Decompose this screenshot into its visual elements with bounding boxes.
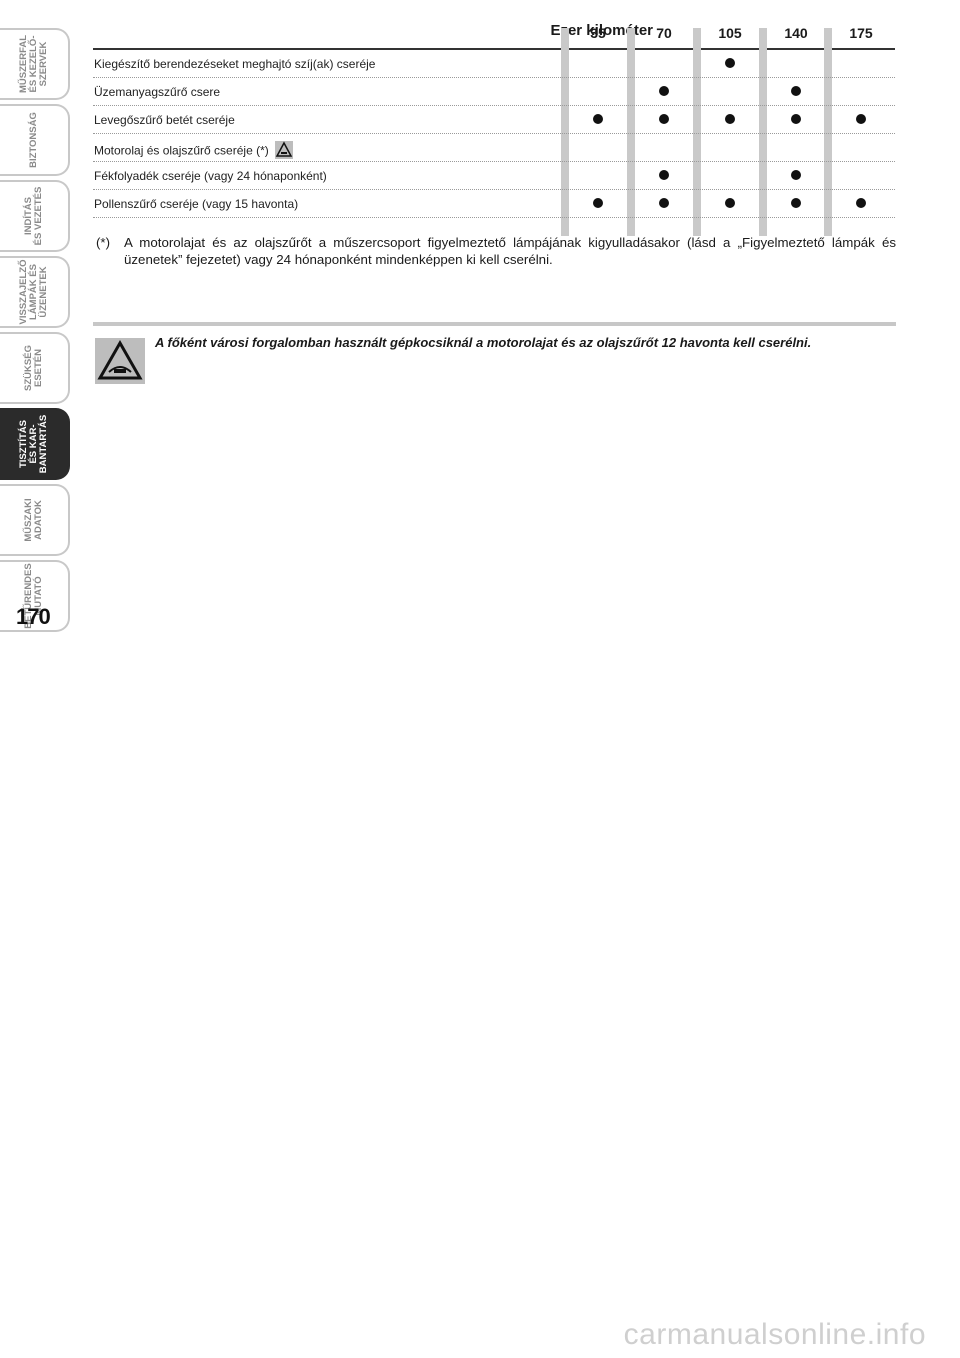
row-label-text: Pollenszűrő cseréje (vagy 15 havonta) [94,197,299,211]
column-header-km: 70 [656,25,672,41]
row-label-text: Üzemanyagszűrő csere [94,85,221,99]
footnote-mark: (*) [96,235,111,250]
chapter-tabs: MŰSZERFAL ÉS KEZELŐ- SZERVEK BIZTONSÁG IND… [0,28,74,636]
row-label: Kiegészítő berendezéseket meghajtó szíj(… [94,57,375,71]
warning-text: A főként városi forgalomban használt gép… [155,335,812,350]
chapter-tab-0[interactable]: MŰSZERFAL ÉS KEZELŐ- SZERVEK [0,28,70,100]
chapter-tab-label: MŰSZERFAL ÉS KEZELŐ- SZERVEK [18,34,49,94]
row-label: Levegőszűrő betét cseréje [94,113,235,127]
service-dot [725,114,735,124]
row-label: Motorolaj és olajszűrő cseréje (*) [94,141,293,162]
column-header-km: 105 [718,25,742,41]
column-separator [561,28,569,236]
column-separator [693,28,701,236]
chapter-tab-label: VISSZAJELZŐ LÁMPÁK ÉS ÜZENETEK [18,259,49,325]
table-row: Kiegészítő berendezéseket meghajtó szíj(… [93,50,895,78]
service-dot [659,170,669,180]
chapter-tab-label: INDÍTÁS ÉS VEZETÉS [23,186,44,246]
table-row: Pollenszűrő cseréje (vagy 15 havonta) [93,190,895,218]
service-dot [791,114,801,124]
table-row: Fékfolyadék cseréje (vagy 24 hónaponként… [93,162,895,190]
chapter-tab-1[interactable]: BIZTONSÁG [0,104,70,176]
chapter-tab-label: SZÜKSÉG ESETÉN [23,345,44,391]
service-dot [659,114,669,124]
column-separator [759,28,767,236]
column-header-km: 35 [590,25,606,41]
service-dot [725,198,735,208]
table-row: Motorolaj és olajszűrő cseréje (*) [93,134,895,162]
footnote-text: A motorolajat és az olajszűrőt a műszerc… [124,235,896,267]
table-row: Levegőszűrő betét cseréje [93,106,895,134]
row-label-text: Fékfolyadék cseréje (vagy 24 hónaponként… [94,169,327,183]
row-label-text: Kiegészítő berendezéseket meghajtó szíj(… [94,57,376,71]
service-dot [856,198,866,208]
service-dot [593,114,603,124]
column-separator [824,28,832,236]
chapter-tab-6[interactable]: MŰSZAKI ADATOK [0,484,70,556]
service-dot [659,86,669,96]
column-separator [627,28,635,236]
service-dot [593,198,603,208]
service-dot [791,170,801,180]
chapter-tab-label: BIZTONSÁG [28,112,39,168]
chapter-tab-3[interactable]: VISSZAJELZŐ LÁMPÁK ÉS ÜZENETEK [0,256,70,328]
service-dot [725,58,735,68]
oil-warning-icon [274,141,293,162]
service-dot [791,198,801,208]
chapter-tab-4[interactable]: SZÜKSÉG ESETÉN [0,332,70,404]
chapter-tab-7[interactable]: BETŰRENDES MUTATÓ [0,560,70,632]
watermark: carmanualsonline.info [623,1318,926,1351]
chapter-tab-2[interactable]: INDÍTÁS ÉS VEZETÉS [0,180,70,252]
chapter-tab-label: MŰSZAKI ADATOK [23,498,44,542]
row-label-text: Levegőszűrő betét cseréje [94,113,235,127]
row-label: Üzemanyagszűrő csere [94,85,220,99]
row-label: Fékfolyadék cseréje (vagy 24 hónaponként… [94,169,327,183]
column-header-km: 140 [784,25,808,41]
table-row: Üzemanyagszűrő csere [93,78,895,106]
warning-note: A főként városi forgalomban használt gép… [93,322,896,388]
page-number: 170 [16,604,51,629]
service-dot [856,114,866,124]
chapter-tab-5[interactable]: TISZTÍTÁS ÉS KAR- BANTARTÁS [0,408,70,480]
chapter-tab-label: TISZTÍTÁS ÉS KAR- BANTARTÁS [18,414,49,474]
row-label-text: Motorolaj és olajszűrő cseréje (*) [94,143,269,158]
service-dot [791,86,801,96]
oil-warning-icon [95,338,145,384]
service-dot [659,198,669,208]
column-header-km: 175 [849,25,873,41]
row-label: Pollenszűrő cseréje (vagy 15 havonta) [94,197,298,211]
footnote: (*) A motorolajat és az olajszűrőt a műs… [96,234,896,268]
